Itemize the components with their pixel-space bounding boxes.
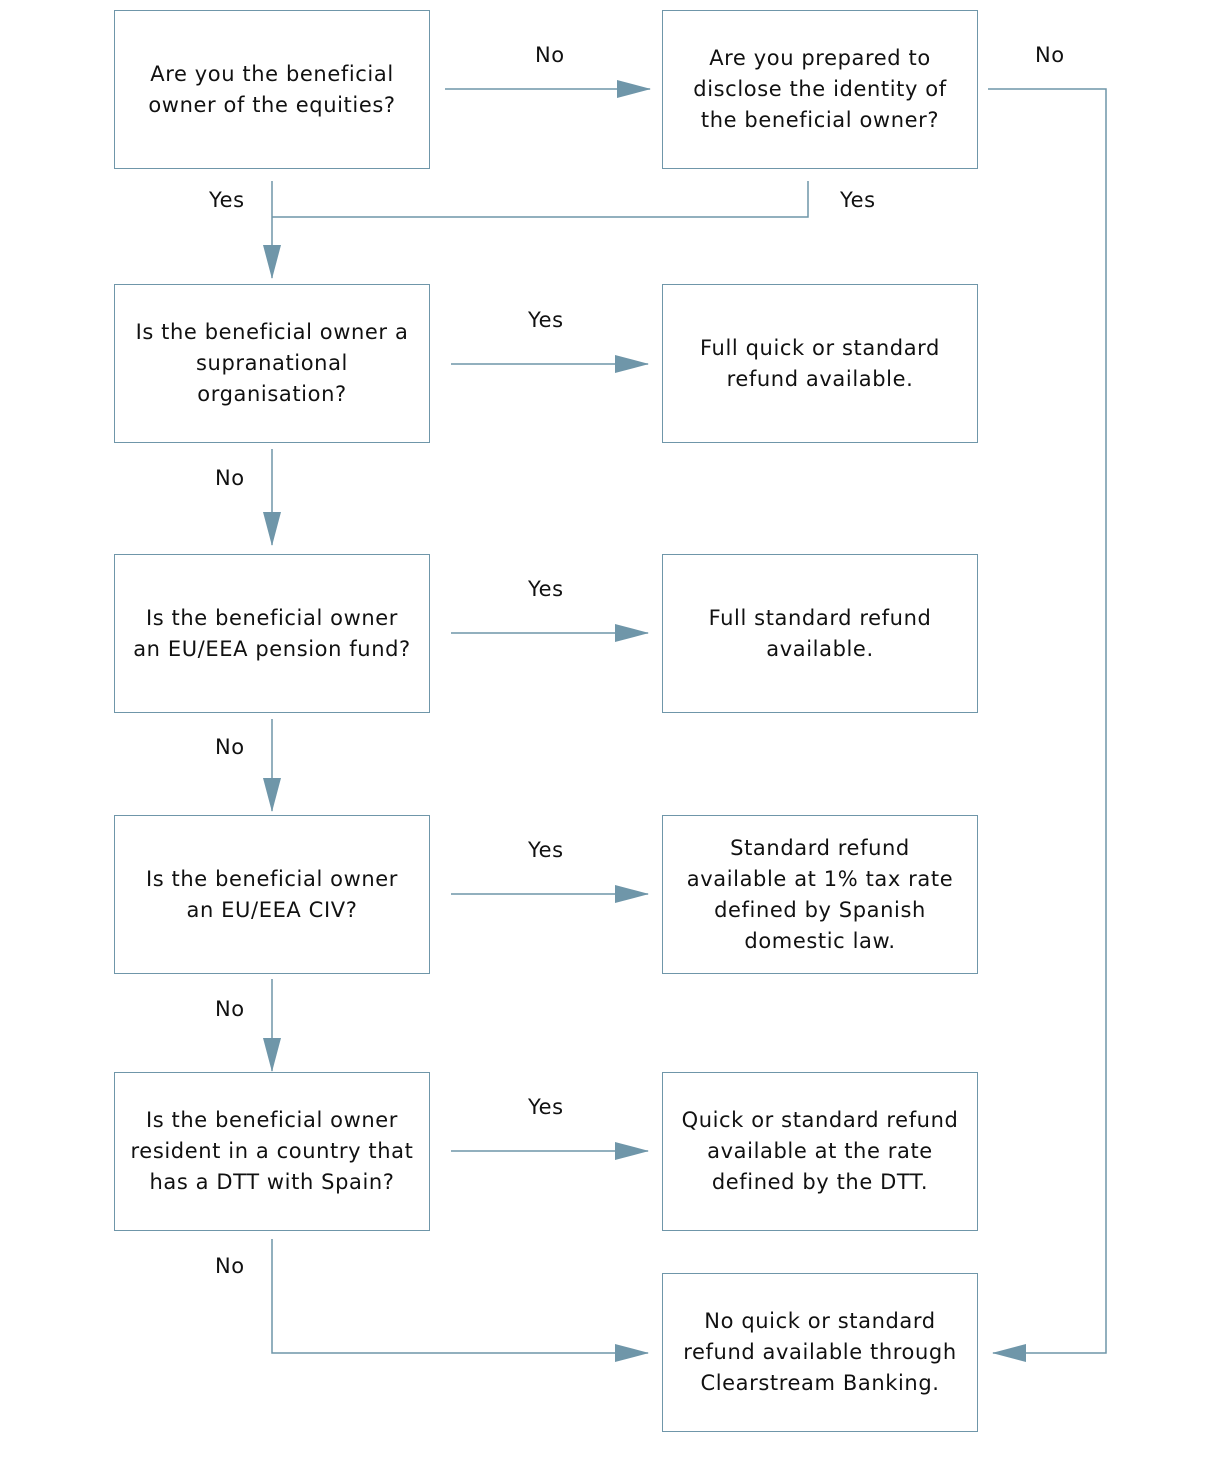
- label-q1-yes: Yes: [209, 188, 245, 212]
- box-text: Full quick or standard refund available.: [700, 335, 940, 391]
- box-text: Are you the beneficial owner of the equi…: [148, 61, 396, 117]
- box-dtt-question: Is the beneficial owner resident in a co…: [114, 1072, 430, 1231]
- label-q2-yes: Yes: [840, 188, 876, 212]
- box-result-standard-1-percent: Standard refund available at 1% tax rate…: [662, 815, 978, 974]
- box-result-full-quick-or-standard: Full quick or standard refund available.: [662, 284, 978, 443]
- label-q2-no: No: [1035, 43, 1065, 67]
- box-result-no-refund: No quick or standard refund available th…: [662, 1273, 978, 1432]
- box-text: Full standard refund available.: [708, 605, 932, 661]
- box-beneficial-owner-question: Are you the beneficial owner of the equi…: [114, 10, 430, 169]
- label-q6-yes: Yes: [528, 1095, 564, 1119]
- box-result-dtt-rate: Quick or standard refund available at th…: [662, 1072, 978, 1231]
- box-text: Quick or standard refund available at th…: [681, 1108, 959, 1194]
- label-q6-no: No: [215, 1254, 245, 1278]
- box-text: Is the beneficial owner resident in a co…: [130, 1108, 414, 1194]
- box-text: Is the beneficial owner an EU/EEA pensio…: [133, 605, 411, 661]
- arrow-q6-to-r5: [271, 1239, 649, 1362]
- label-q3-yes: Yes: [528, 308, 564, 332]
- box-text: Standard refund available at 1% tax rate…: [686, 835, 954, 953]
- arrow-q2-to-r5: [988, 88, 1107, 1362]
- label-q1-no: No: [535, 43, 565, 67]
- box-text: Is the beneficial owner a supranational …: [135, 320, 409, 406]
- label-q5-yes: Yes: [528, 838, 564, 862]
- box-civ-question: Is the beneficial owner an EU/EEA CIV?: [114, 815, 430, 974]
- box-disclose-identity-question: Are you prepared to disclose the identit…: [662, 10, 978, 169]
- connector-q2-yes: [272, 181, 809, 218]
- box-supranational-question: Is the beneficial owner a supranational …: [114, 284, 430, 443]
- box-text: No quick or standard refund available th…: [683, 1309, 957, 1395]
- label-q4-no: No: [215, 735, 245, 759]
- label-q3-no: No: [215, 466, 245, 490]
- box-result-full-standard: Full standard refund available.: [662, 554, 978, 713]
- box-pension-fund-question: Is the beneficial owner an EU/EEA pensio…: [114, 554, 430, 713]
- label-q4-yes: Yes: [528, 577, 564, 601]
- box-text: Is the beneficial owner an EU/EEA CIV?: [145, 866, 399, 922]
- box-text: Are you prepared to disclose the identit…: [693, 46, 947, 132]
- label-q5-no: No: [215, 997, 245, 1021]
